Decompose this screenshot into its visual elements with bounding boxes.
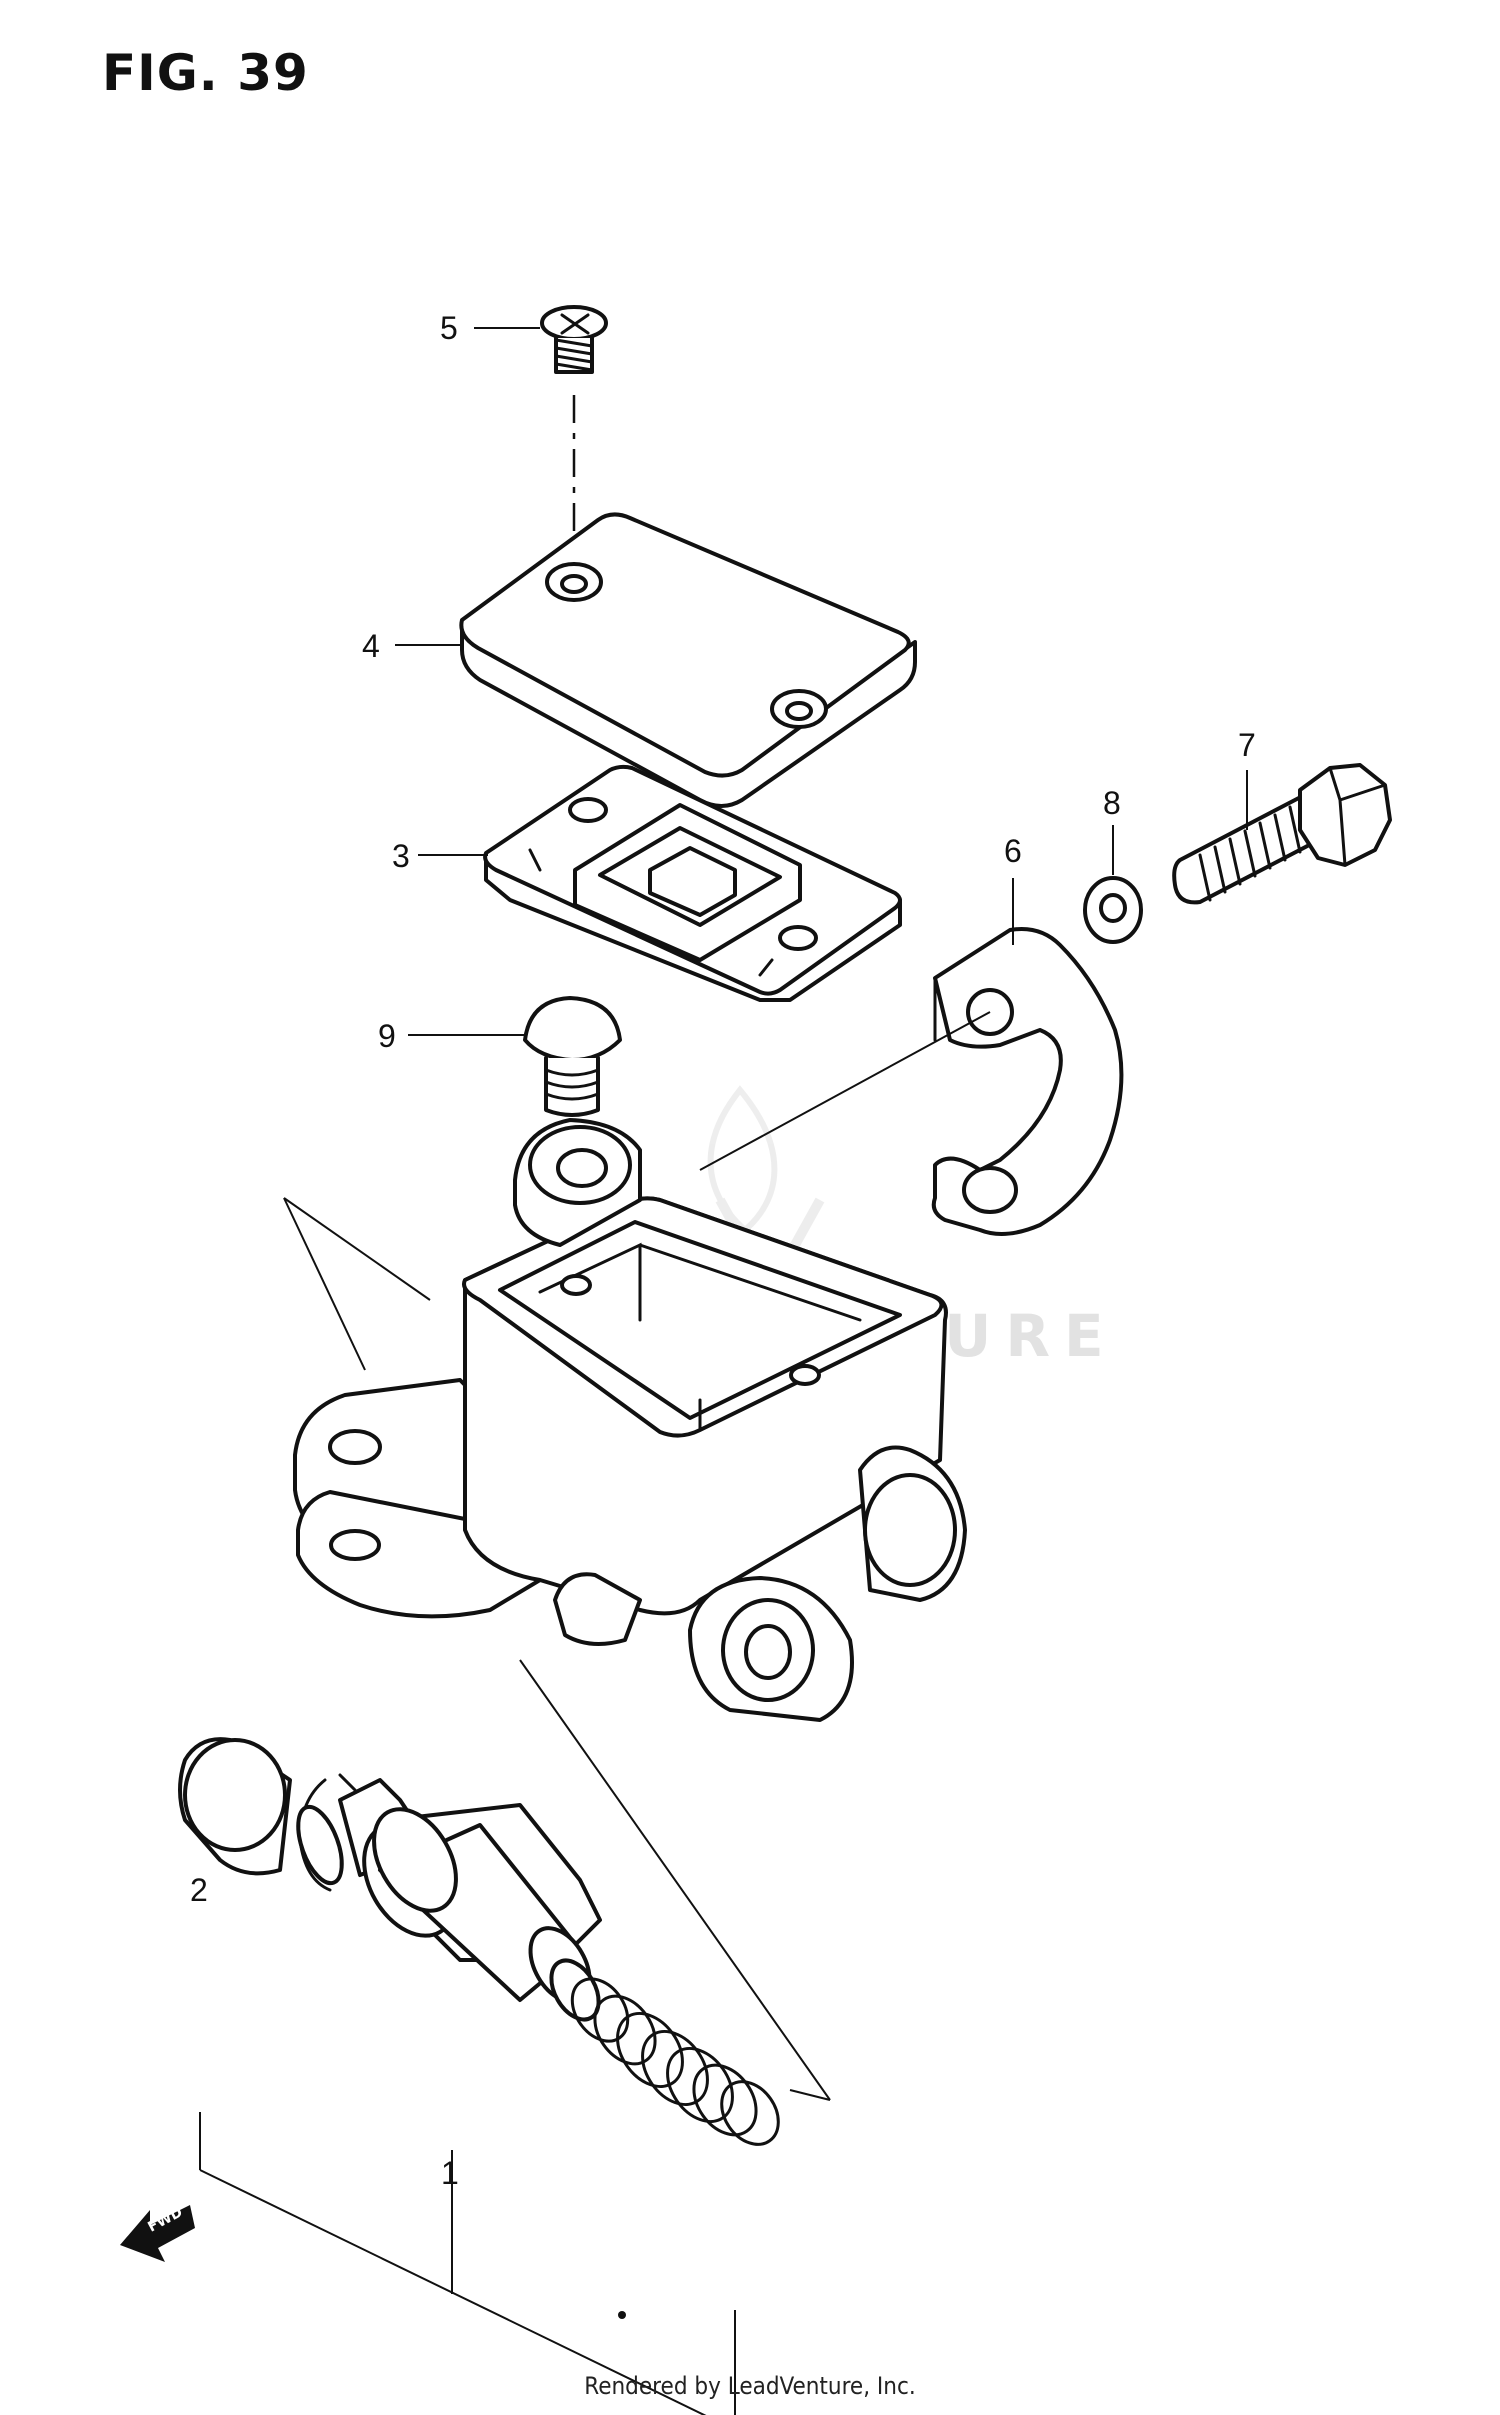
- part-3-diaphragm: [483, 764, 902, 1002]
- callout-leaders: [395, 327, 1248, 1036]
- callout-6: 6: [1004, 833, 1022, 869]
- callout-7: 7: [1238, 727, 1256, 763]
- part-4-reservoir-cover: [459, 512, 917, 808]
- callout-9: 9: [378, 1018, 396, 1054]
- assembly-bracket: [199, 2112, 736, 2415]
- callout-4: 4: [362, 628, 380, 664]
- part-1-piston-assembly: [178, 1737, 780, 2146]
- figure-title: FIG. 39: [102, 44, 309, 102]
- part-7-bolt: [1172, 763, 1392, 905]
- master-cylinder-body: [283, 1118, 967, 2101]
- callout-8: 8: [1103, 785, 1121, 821]
- part-8-washer: [1083, 876, 1143, 944]
- part-6-clamp: [699, 927, 1124, 1236]
- callout-2: 2: [190, 1872, 208, 1908]
- callout-1: 1: [441, 2155, 459, 2191]
- part-5-screw: [540, 305, 608, 580]
- forward-arrow-icon: [120, 2205, 195, 2262]
- footer-credit: Rendered by LeadVenture, Inc.: [584, 2372, 916, 2400]
- callout-5: 5: [440, 310, 458, 346]
- part-9-rubber-cap: [523, 996, 622, 1117]
- stray-dot: [618, 2311, 626, 2319]
- callout-3: 3: [392, 838, 410, 874]
